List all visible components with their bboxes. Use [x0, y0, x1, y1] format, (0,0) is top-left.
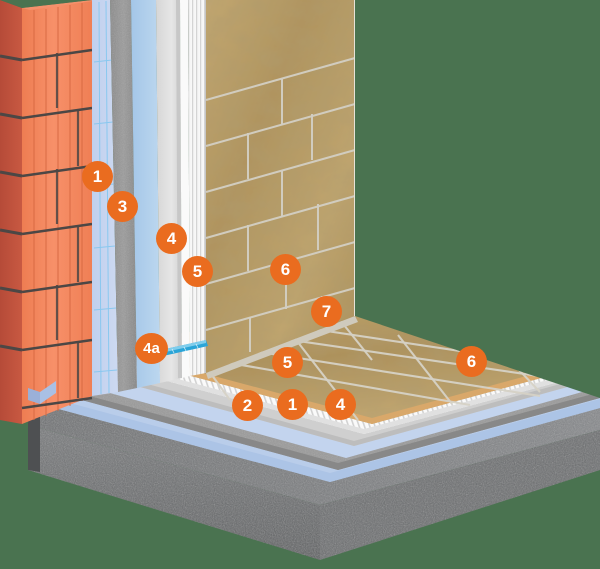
- marker-label: 4: [166, 229, 177, 248]
- marker-5-floor-adhesive[interactable]: 5: [272, 347, 303, 378]
- marker-label: 4a: [143, 340, 160, 357]
- wall-tile-adhesive: [188, 0, 207, 376]
- marker-label: 1: [92, 167, 103, 186]
- marker-5-wall-adhesive[interactable]: 5: [182, 256, 213, 287]
- wall-insulation-board: [131, 0, 160, 388]
- wall-grout-lines: [205, 57, 356, 331]
- marker-label: 5: [282, 353, 293, 372]
- marker-4-floor-backer-board[interactable]: 4: [325, 389, 356, 420]
- marker-1-wall-primer[interactable]: 1: [82, 161, 113, 192]
- marker-label: 3: [117, 197, 128, 216]
- floor-stack-end-cap: [28, 381, 56, 404]
- marker-2-floor-separation[interactable]: 2: [232, 390, 263, 421]
- marker-label: 6: [466, 352, 477, 371]
- marker-4a-sealing-tape[interactable]: 4a: [135, 333, 168, 364]
- marker-label: 7: [321, 302, 332, 321]
- marker-label: 4: [335, 395, 346, 414]
- marker-4-wall-backer-board[interactable]: 4: [156, 223, 187, 254]
- primer-mesh: [93, 0, 118, 395]
- brick-mortar-joints: [0, 54, 23, 352]
- masonry-brick-wall: [0, 0, 100, 424]
- marker-6-floor-tile[interactable]: 6: [456, 346, 487, 377]
- marker-6-wall-tile[interactable]: 6: [270, 254, 301, 285]
- wall-backer-board: [156, 0, 182, 383]
- marker-1-floor-primer[interactable]: 1: [277, 389, 308, 420]
- background-mask-right: [92, 0, 600, 569]
- wall-tile-finish: [205, 0, 356, 373]
- marker-label: 1: [287, 395, 298, 414]
- marker-7-wall-floor-junction[interactable]: 7: [311, 296, 342, 327]
- wall-primer-layer: [92, 0, 118, 396]
- marker-3-wall-render[interactable]: 3: [107, 191, 138, 222]
- marker-label: 2: [242, 396, 253, 415]
- marker-label: 5: [192, 262, 203, 281]
- marker-label: 6: [280, 260, 291, 279]
